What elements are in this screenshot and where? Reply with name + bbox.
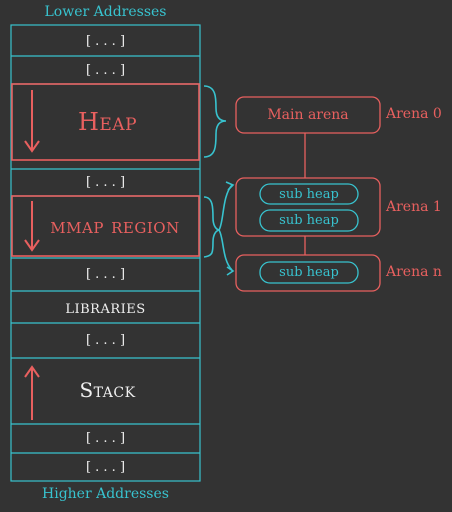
- segment-unused: [ . . . ]: [85, 33, 126, 49]
- heap-grow-arrow: [24, 90, 40, 153]
- sub-heap-pill: [259, 183, 359, 205]
- mmap-highlight: [11, 195, 200, 257]
- heap-highlight: [11, 83, 200, 161]
- sub-heap-label: sub heap: [279, 265, 339, 280]
- segment-unused: [ . . . ]: [85, 431, 126, 446]
- segment-stack: Stack: [79, 378, 136, 402]
- segment-unused: [ . . . ]: [85, 267, 126, 282]
- main-arena-label: Main arena: [267, 107, 349, 123]
- mmap-grow-arrow: [24, 201, 40, 252]
- sub-heap-label: sub heap: [279, 213, 339, 228]
- stack-grow-arrow: [24, 365, 40, 420]
- mmap-brace: [203, 196, 220, 258]
- arena-n-box: [235, 254, 381, 292]
- arena-0-box: [235, 96, 381, 134]
- memory-column-border: [10, 24, 201, 482]
- higher-addresses-label: Higher Addresses: [42, 486, 169, 502]
- mmap-to-arena1-arrow: [218, 184, 233, 231]
- heap-brace: [203, 85, 227, 158]
- sub-heap-pill: [259, 209, 359, 232]
- segment-unused: [ . . . ]: [85, 175, 126, 190]
- mmap-to-arena-n-arrow: [218, 229, 233, 271]
- lower-addresses-label: Lower Addresses: [44, 4, 167, 20]
- arena-1-name: Arena 1: [386, 199, 442, 215]
- arena-n-name: Arena n: [386, 264, 442, 280]
- segment-mmap-region: mmap region: [50, 214, 180, 238]
- segment-heap: Heap: [77, 108, 138, 136]
- arena-0-name: Arena 0: [386, 106, 442, 122]
- sub-heap-label: sub heap: [279, 186, 339, 202]
- arena-1-box: [235, 177, 381, 237]
- segment-unused: [ . . . ]: [85, 333, 126, 348]
- segment-unused: [ . . . ]: [85, 459, 126, 475]
- sub-heap-pill: [259, 261, 359, 284]
- segment-unused: [ . . . ]: [85, 63, 126, 78]
- segment-libraries: libraries: [65, 296, 146, 318]
